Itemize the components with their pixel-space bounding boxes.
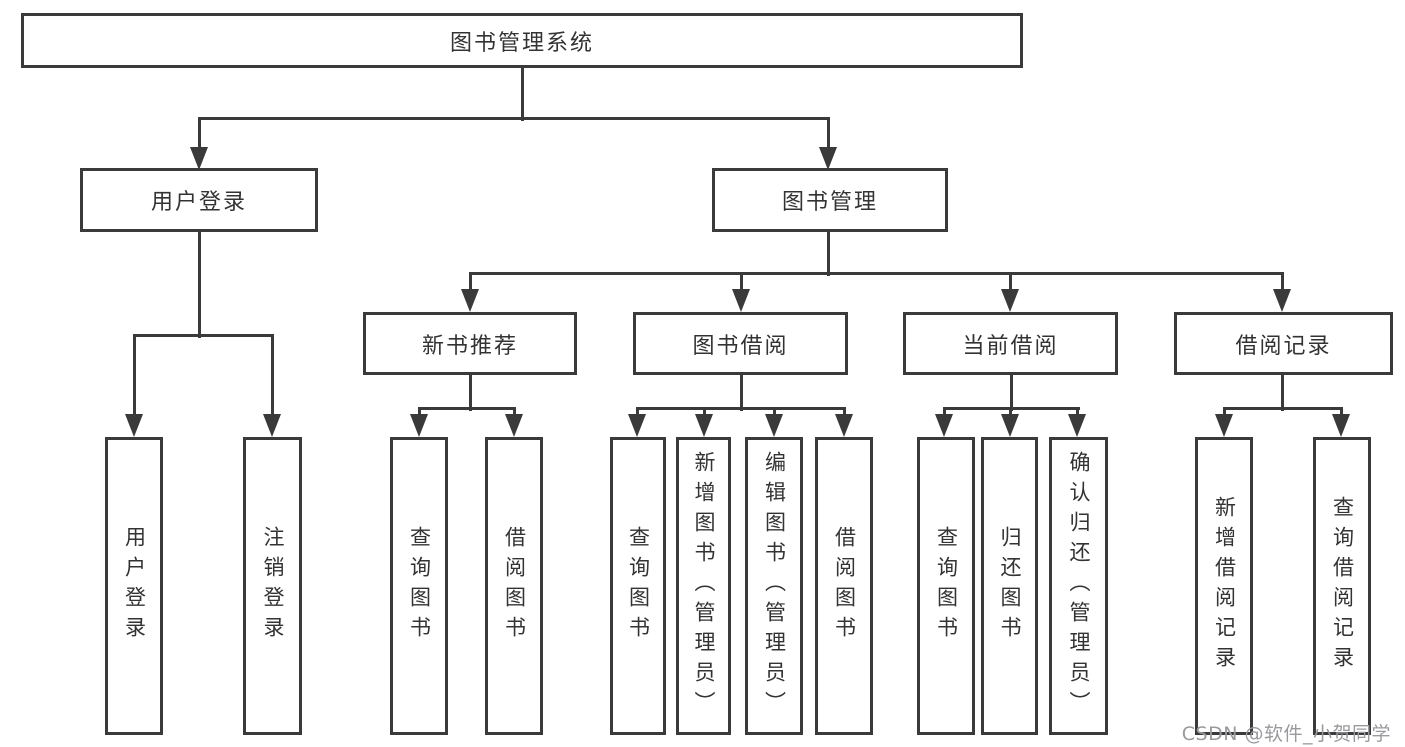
connector-bar	[635, 406, 846, 410]
arrow-down-icon	[935, 414, 953, 437]
node-label: 图书管理	[781, 190, 878, 215]
arrow-down-icon	[765, 414, 783, 437]
connector-drop	[702, 408, 706, 416]
leaf-borrow-books: 借阅图书	[815, 437, 873, 735]
connector-drop	[1008, 273, 1012, 292]
connector-bar	[197, 116, 830, 120]
node-label: 图书管理系统	[449, 30, 594, 56]
leaf-label: 借阅图书	[502, 526, 527, 646]
node-book-management: 图书管理	[712, 168, 948, 232]
arrow-down-icon	[190, 147, 208, 170]
connector-drop	[417, 408, 421, 416]
node-root-library-system: 图书管理系统	[21, 13, 1023, 68]
leaf-query-books: 查询图书	[610, 437, 666, 735]
connector-stem	[520, 68, 524, 121]
leaf-borrow-books: 借阅图书	[485, 437, 543, 735]
connector-bar	[417, 406, 516, 410]
leaf-label: 借阅图书	[832, 526, 857, 646]
connector-drop	[197, 118, 201, 150]
arrow-down-icon	[1068, 414, 1086, 437]
leaf-edit-books-admin: 编辑图书（管理员）	[745, 437, 803, 735]
leaf-label: 查询图书	[934, 526, 959, 646]
arrow-down-icon	[819, 147, 837, 170]
arrow-down-icon	[695, 414, 713, 437]
node-label: 图书借阅	[692, 333, 789, 359]
arrow-down-icon	[263, 414, 281, 437]
node-label: 当前借阅	[962, 333, 1059, 359]
leaf-query-books: 查询图书	[390, 437, 448, 735]
connector-drop	[1075, 408, 1079, 416]
connector-drop	[826, 118, 830, 150]
leaf-logout: 注销登录	[243, 437, 302, 735]
connector-drop	[842, 408, 846, 416]
connector-drop	[1339, 408, 1343, 416]
connector-stem	[739, 375, 743, 411]
leaf-user-login: 用户登录	[105, 437, 163, 735]
node-current-borrowing: 当前借阅	[903, 312, 1118, 375]
connector-stem	[468, 375, 472, 411]
leaf-label: 注销登录	[261, 526, 285, 646]
leaf-query-borrow-record: 查询借阅记录	[1313, 437, 1371, 735]
connector-drop	[1008, 408, 1012, 416]
node-label: 用户登录	[150, 190, 247, 215]
connector-drop	[772, 408, 776, 416]
arrow-down-icon	[1273, 289, 1291, 312]
connector-stem	[826, 232, 830, 276]
arrow-down-icon	[1001, 414, 1019, 437]
connector-drop	[132, 335, 136, 416]
leaf-label: 查询图书	[407, 526, 432, 646]
arrow-down-icon	[732, 289, 750, 312]
connector-stem	[1280, 375, 1284, 411]
arrow-down-icon	[1332, 414, 1350, 437]
arrow-down-icon	[1215, 414, 1233, 437]
leaf-label: 查询借阅记录	[1330, 496, 1355, 676]
leaf-label: 用户登录	[122, 526, 147, 646]
arrow-down-icon	[1001, 289, 1019, 312]
leaf-label: 编辑图书（管理员）	[762, 451, 787, 721]
csdn-watermark: CSDN @软件_小贺同学	[1181, 723, 1391, 745]
leaf-return-books: 归还图书	[981, 437, 1038, 735]
connector-bar	[132, 333, 274, 337]
leaf-add-borrow-record: 新增借阅记录	[1195, 437, 1253, 735]
connector-drop	[942, 408, 946, 416]
connector-stem	[1009, 375, 1013, 411]
node-label: 新书推荐	[421, 333, 518, 359]
arrow-down-icon	[410, 414, 428, 437]
node-book-borrowing: 图书借阅	[633, 312, 848, 375]
leaf-label: 归还图书	[998, 526, 1022, 646]
connector-drop	[512, 408, 516, 416]
connector-drop	[739, 273, 743, 292]
node-label: 借阅记录	[1235, 333, 1332, 359]
arrow-down-icon	[835, 414, 853, 437]
connector-stem	[197, 232, 201, 338]
connector-drop	[468, 273, 472, 292]
leaf-confirm-return-admin: 确认归还（管理员）	[1049, 437, 1108, 735]
arrow-down-icon	[125, 414, 143, 437]
connector-drop	[635, 408, 639, 416]
leaf-label: 新增图书（管理员）	[692, 451, 716, 721]
connector-bar	[468, 271, 1284, 275]
leaf-add-books-admin: 新增图书（管理员）	[676, 437, 731, 735]
leaf-label: 查询图书	[626, 526, 651, 646]
node-new-book-recommend: 新书推荐	[363, 312, 577, 375]
connector-bar	[1222, 406, 1343, 410]
connector-drop	[270, 335, 274, 416]
leaf-query-books: 查询图书	[917, 437, 975, 735]
arrow-down-icon	[505, 414, 523, 437]
node-user-login: 用户登录	[80, 168, 318, 232]
connector-drop	[1222, 408, 1226, 416]
leaf-label: 新增借阅记录	[1212, 496, 1237, 676]
leaf-label: 确认归还（管理员）	[1067, 451, 1091, 721]
arrow-down-icon	[461, 289, 479, 312]
arrow-down-icon	[628, 414, 646, 437]
node-borrowing-records: 借阅记录	[1174, 312, 1393, 375]
connector-drop	[1280, 273, 1284, 292]
